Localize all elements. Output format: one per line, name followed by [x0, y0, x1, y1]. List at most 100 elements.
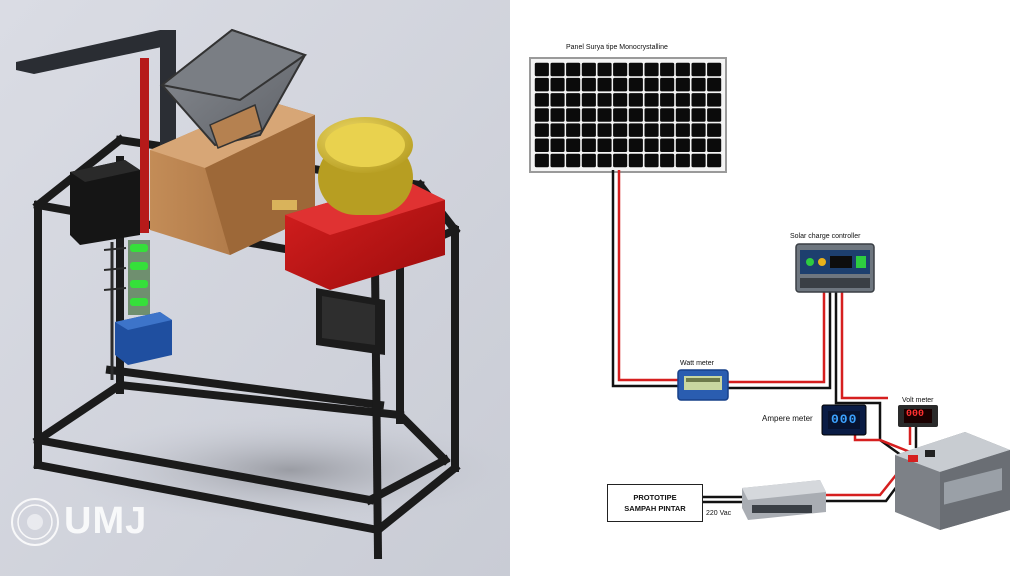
- solar-cell: [675, 138, 690, 152]
- solar-cell: [534, 77, 549, 92]
- solar-cell: [644, 77, 659, 92]
- solar-cell: [613, 153, 628, 168]
- solar-cell: [613, 62, 628, 77]
- solar-cell: [581, 138, 596, 152]
- solar-panel: [529, 57, 727, 173]
- solar-cell: [566, 93, 581, 107]
- solar-cell: [628, 153, 643, 168]
- umj-seal-logo: [11, 498, 59, 546]
- solar-cell: [534, 62, 549, 77]
- solar-cell: [597, 108, 612, 122]
- solar-cell: [613, 108, 628, 122]
- solar-cell: [613, 77, 628, 92]
- floor-shadow: [60, 415, 510, 525]
- solar-cell: [566, 62, 581, 77]
- solar-cell: [707, 123, 722, 137]
- solar-cell: [581, 62, 596, 77]
- prototype-line2: SAMPAH PINTAR: [624, 504, 686, 513]
- solar-cell: [566, 138, 581, 152]
- watt-meter: [677, 369, 729, 401]
- solar-cell: [566, 108, 581, 122]
- solar-cell: [534, 93, 549, 107]
- solar-cell: [550, 77, 565, 92]
- solar-cell: [691, 153, 706, 168]
- solar-cell: [707, 93, 722, 107]
- charge-controller-label: Solar charge controller: [790, 233, 861, 240]
- solar-cell: [613, 138, 628, 152]
- solar-cell: [534, 108, 549, 122]
- solar-cell: [675, 93, 690, 107]
- solar-cell: [550, 93, 565, 107]
- solar-charge-controller: [795, 243, 875, 293]
- solar-cell: [707, 138, 722, 152]
- solar-cell: [566, 123, 581, 137]
- volt-display-readout: 000: [906, 409, 925, 420]
- solar-cell: [581, 93, 596, 107]
- solar-cell: [566, 77, 581, 92]
- wires: [611, 170, 918, 504]
- wattmeter-label: Watt meter: [680, 360, 714, 367]
- solar-cell: [707, 153, 722, 168]
- solar-cell: [597, 93, 612, 107]
- solar-cell: [550, 123, 565, 137]
- solar-cell: [581, 123, 596, 137]
- solar-cell: [675, 153, 690, 168]
- ampere-display-readout: 000: [831, 412, 858, 427]
- sensor-column: [103, 240, 150, 380]
- solar-cell: [691, 62, 706, 77]
- inverter-output-label: 220 Vac: [706, 510, 732, 517]
- volt-meter: [898, 405, 938, 427]
- solar-cell: [597, 77, 612, 92]
- solar-cell: [628, 108, 643, 122]
- solar-cell: [675, 62, 690, 77]
- umj-watermark-text: UMJ: [64, 500, 148, 542]
- solar-cell: [628, 138, 643, 152]
- solar-cell: [660, 77, 675, 92]
- solar-cell: [707, 77, 722, 92]
- solar-cell: [691, 138, 706, 152]
- solar-cell: [691, 108, 706, 122]
- solar-cell: [550, 153, 565, 168]
- solar-cell: [644, 108, 659, 122]
- solar-cell: [566, 153, 581, 168]
- red-vertical-pipe: [140, 58, 149, 233]
- solar-cell: [581, 77, 596, 92]
- solar-cell: [628, 93, 643, 107]
- yellow-motor: [317, 117, 413, 215]
- solar-cell: [628, 123, 643, 137]
- hopper-funnel: [159, 28, 308, 149]
- solar-cell: [534, 138, 549, 152]
- blue-pump: [115, 312, 172, 365]
- ampere-meter: [821, 404, 867, 436]
- solar-cell: [550, 62, 565, 77]
- solar-cell: [644, 138, 659, 152]
- solar-cell: [581, 108, 596, 122]
- machine-render: [0, 0, 510, 576]
- solar-cell: [675, 108, 690, 122]
- solar-cell: [660, 62, 675, 77]
- solar-cell: [550, 108, 565, 122]
- solar-cell: [644, 123, 659, 137]
- solar-cell: [613, 93, 628, 107]
- solar-cell: [660, 93, 675, 107]
- solar-cell: [691, 93, 706, 107]
- solar-cell: [550, 138, 565, 152]
- solar-cell: [675, 77, 690, 92]
- inverter: [742, 480, 826, 520]
- solar-cell: [675, 123, 690, 137]
- solar-cell: [597, 153, 612, 168]
- solar-cell: [628, 62, 643, 77]
- prototype-line1: PROTOTIPE: [633, 493, 677, 502]
- hanging-black-box: [316, 288, 385, 355]
- solar-cell: [613, 123, 628, 137]
- battery: [895, 432, 1010, 530]
- ampere-meter-label: Ampere meter: [762, 414, 813, 423]
- solar-cell: [660, 108, 675, 122]
- prototype-3d-render: UMJ: [0, 0, 510, 576]
- solar-cell: [534, 123, 549, 137]
- solar-cell: [691, 77, 706, 92]
- solar-cell: [707, 108, 722, 122]
- solar-cell: [581, 153, 596, 168]
- prototype-box: PROTOTIPE SAMPAH PINTAR: [607, 484, 703, 522]
